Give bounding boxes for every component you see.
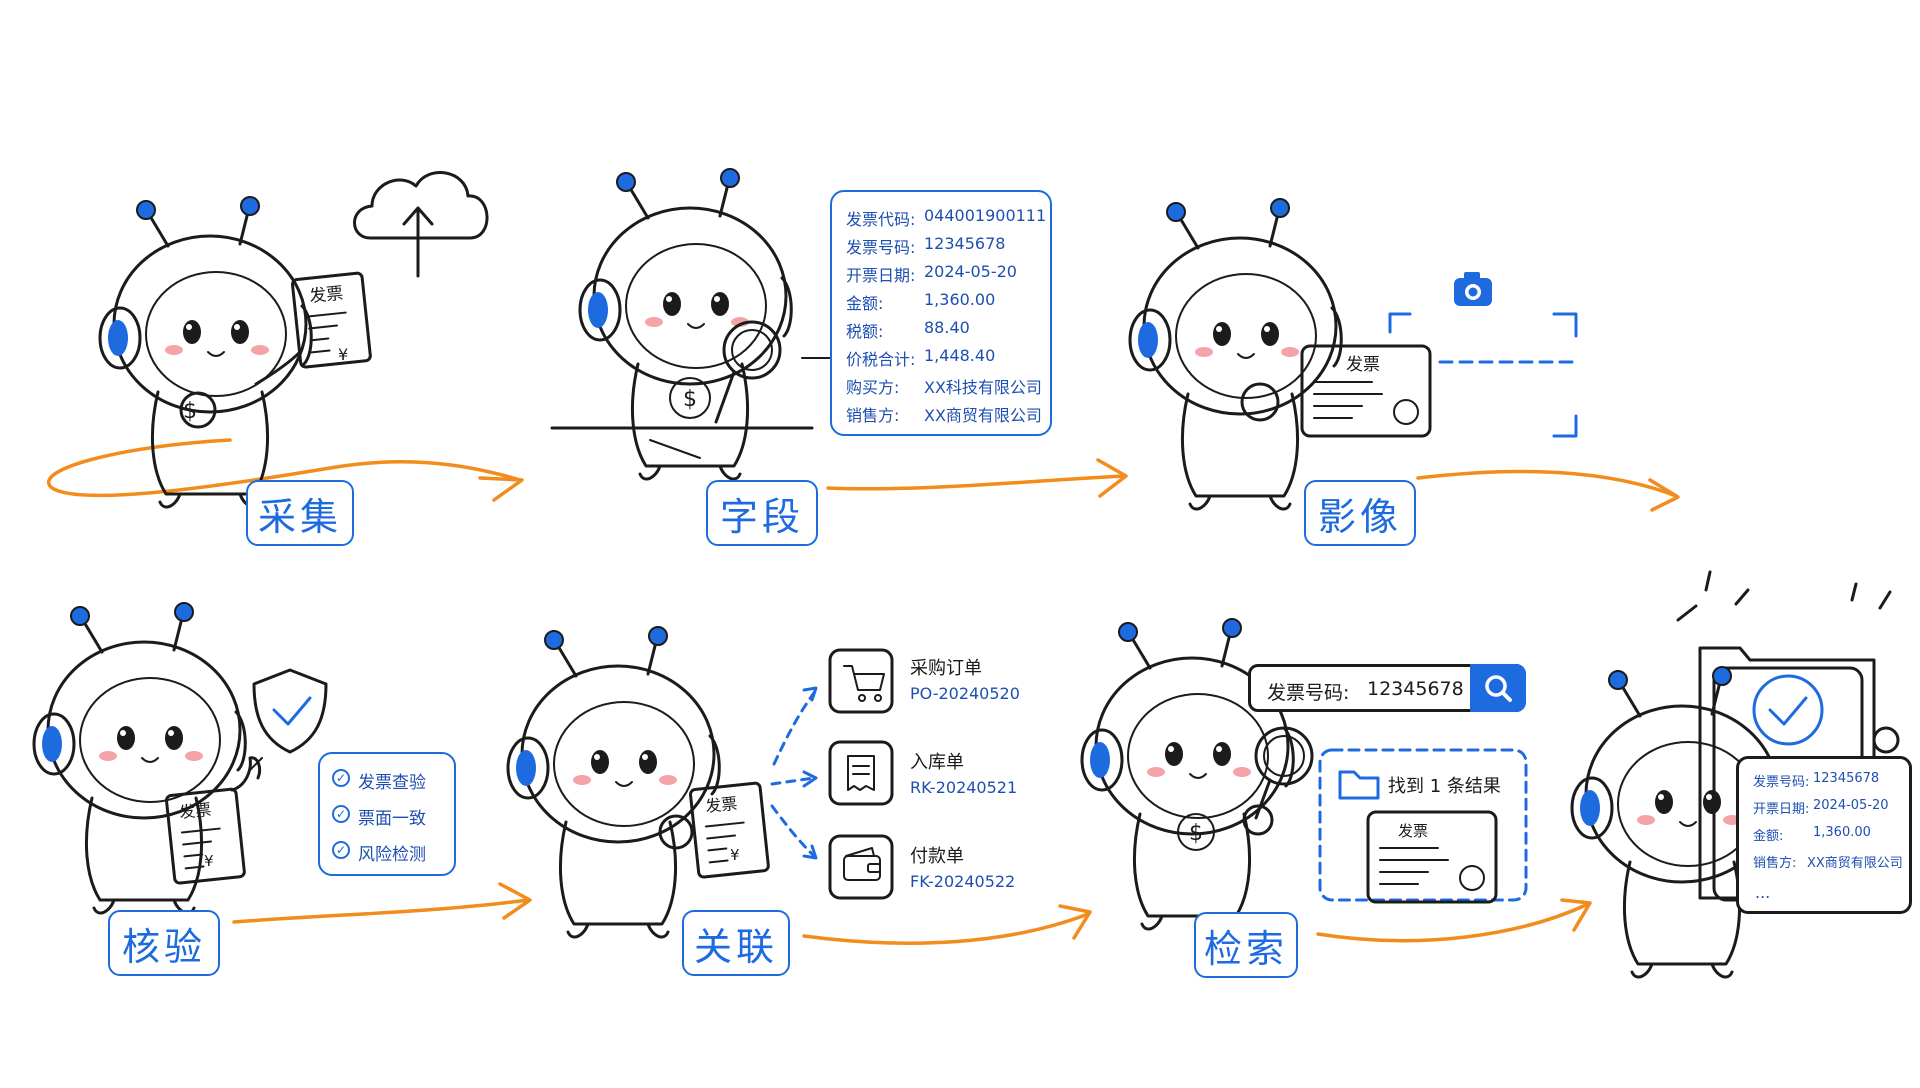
- receipt-icon: [847, 755, 875, 791]
- arrow-1: [478, 476, 524, 502]
- field-value: 88.40: [924, 318, 970, 337]
- yen-icon: ¥: [338, 345, 348, 364]
- magnifier-icon: [1254, 726, 1314, 820]
- search-result-text: 找到 1 条结果: [1388, 776, 1501, 797]
- check-circle-icon: [1752, 674, 1824, 746]
- shield-check-icon: [252, 668, 328, 754]
- field-key: 价税合计:: [846, 350, 916, 369]
- doc-title: 发票: [704, 794, 738, 816]
- final-key: 金额:: [1753, 829, 1784, 844]
- step-label-search[interactable]: 检索: [1194, 912, 1298, 978]
- final-key: 发票号码:: [1753, 775, 1810, 790]
- field-key: 开票日期:: [846, 266, 916, 285]
- dollar-icon: $: [683, 387, 697, 412]
- wallet-icon: [843, 847, 881, 881]
- search-icon: [1485, 675, 1512, 702]
- step-label-image[interactable]: 影像: [1304, 480, 1416, 546]
- linked-doc-title: 入库单: [910, 752, 964, 773]
- orbit-arrow: [47, 438, 522, 498]
- step-label-link[interactable]: 关联: [682, 910, 790, 976]
- dollar-icon: $: [183, 399, 197, 424]
- step-label-verify[interactable]: 核验: [108, 910, 220, 976]
- scan-frame: [1388, 312, 1578, 438]
- field-key: 购买方:: [846, 378, 900, 397]
- field-key: 销售方:: [846, 406, 900, 425]
- final-key: 开票日期:: [1753, 802, 1810, 817]
- final-value: 12345678: [1813, 771, 1880, 786]
- doc-title: 发票: [308, 284, 344, 307]
- field-value: 1,448.40: [924, 346, 996, 365]
- cart-icon: [843, 665, 885, 702]
- folder-icon: [1338, 770, 1380, 800]
- verify-item: 票面一致: [358, 809, 426, 829]
- field-key: 税额:: [846, 322, 884, 341]
- doc-title: 发票: [1346, 355, 1380, 375]
- magnifier-icon: [714, 320, 782, 424]
- arrow-4: [232, 898, 530, 924]
- field-key: 发票代码:: [846, 210, 916, 229]
- final-key: 销售方:: [1753, 856, 1797, 871]
- search-label: 发票号码:: [1267, 682, 1350, 704]
- search-bar[interactable]: 发票号码: 12345678: [1248, 664, 1526, 712]
- search-button[interactable]: [1470, 664, 1526, 712]
- archived-invoice-card: 发票号码:12345678 开票日期:2024-05-20 金额: 1,360.00 销…: [1736, 756, 1912, 914]
- yen-icon: ¥: [204, 852, 214, 870]
- linked-doc-code: FK-20240522: [910, 872, 1016, 891]
- field-key: 发票号码:: [846, 238, 916, 257]
- linked-doc-code: RK-20240521: [910, 778, 1018, 797]
- dollar-icon: $: [1189, 821, 1203, 846]
- field-value: 2024-05-20: [924, 262, 1017, 281]
- arrow-3: [1416, 469, 1678, 498]
- linked-doc-title: 付款单: [910, 846, 964, 867]
- field-key: 金额:: [846, 294, 884, 313]
- final-value: 1,360.00: [1813, 825, 1871, 840]
- verify-item: 风险检测: [358, 845, 426, 865]
- final-value: XX商贸有限公司: [1807, 856, 1903, 871]
- linked-doc-title: 采购订单: [910, 658, 982, 679]
- doc-title: 发票: [178, 800, 212, 822]
- more-ellipsis: ...: [1755, 883, 1771, 902]
- invoice-fields-card: 发票代码: 044001900111 发票号码: 12345678 开票日期: 2024-…: [830, 190, 1052, 436]
- doc-title: 发票: [1398, 822, 1428, 840]
- field-value: 12345678: [924, 234, 1006, 253]
- field-value: 1,360.00: [924, 290, 996, 309]
- sparkle-lines: [1676, 570, 1892, 622]
- check-circle-icon: ✓: [332, 805, 350, 823]
- arrow-2: [826, 474, 1126, 491]
- step-label-capture[interactable]: 采集: [246, 480, 354, 546]
- arrow-6: [1316, 902, 1590, 943]
- check-circle-icon: ✓: [332, 769, 350, 787]
- field-value: XX科技有限公司: [924, 378, 1042, 397]
- final-value: 2024-05-20: [1813, 798, 1889, 813]
- yen-icon: ¥: [730, 846, 740, 864]
- field-value: XX商贸有限公司: [924, 406, 1042, 425]
- verify-item: 发票查验: [358, 773, 426, 793]
- camera-icon: [1454, 272, 1492, 306]
- arrow-5: [802, 912, 1090, 945]
- linked-doc-code: PO-20240520: [910, 684, 1020, 703]
- cloud-upload-icon: [353, 171, 489, 278]
- verify-checklist: ✓ 发票查验 ✓ 票面一致 ✓ 风险检测: [318, 752, 456, 876]
- check-circle-icon: ✓: [332, 841, 350, 859]
- step-label-fields[interactable]: 字段: [706, 480, 818, 546]
- search-input[interactable]: 12345678: [1367, 678, 1464, 700]
- field-value: 044001900111: [924, 206, 1047, 225]
